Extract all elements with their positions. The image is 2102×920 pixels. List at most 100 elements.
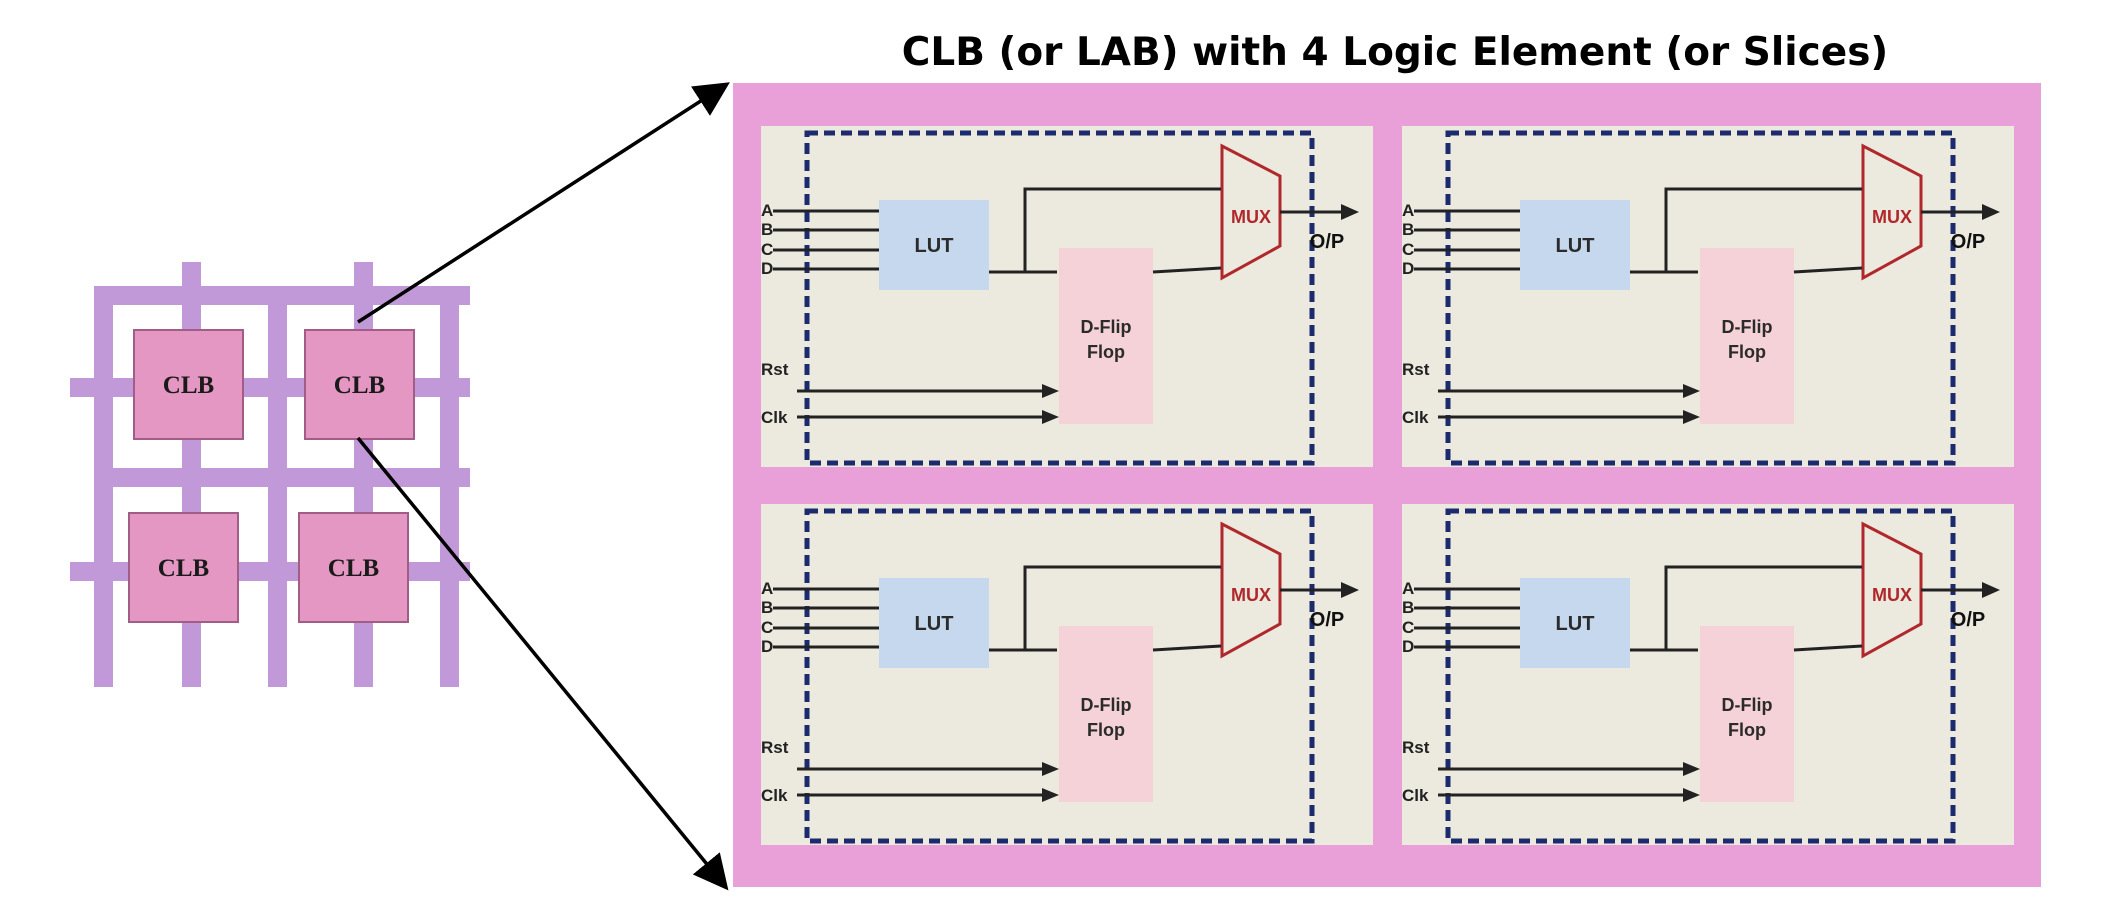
reset-arrowhead [1042,762,1059,776]
flipflop-block [1059,626,1153,802]
mux-shape [1220,521,1282,659]
input-c-label: C [761,240,773,259]
output-arrowhead [1982,204,2000,220]
input-d-label: D [1402,637,1414,656]
input-a-label: A [761,201,773,220]
output-arrowhead [1982,582,2000,598]
mux-shape [1220,143,1282,281]
routing-grid [70,262,470,687]
mux-label: MUX [1231,585,1271,605]
clb-label: CLB [163,372,214,399]
lut-block [879,578,989,668]
mux-label: MUX [1872,207,1912,227]
input-a-label: A [1402,579,1414,598]
logic-element-1: LUT D-Flip Flop MUX [761,126,1373,467]
clb-label: CLB [334,372,385,399]
input-d-label: D [1402,259,1414,278]
input-d-label: D [761,637,773,656]
reset-label: Rst [1402,738,1430,757]
routing-track-v5 [440,286,459,687]
output-label: O/P [1951,609,1985,631]
clb-panel: LUT D-Flip Flop MUX [733,83,2041,887]
lut-label: LUT [1556,235,1595,257]
ff-to-mux-wire [1152,644,1222,652]
logic-element-3: LUT D-Flip Flop MUX [761,504,1373,845]
clb-label: CLB [158,555,209,582]
input-a-label: A [761,579,773,598]
mux-label: MUX [1231,207,1271,227]
reset-arrowhead [1683,384,1700,398]
clock-arrowhead [1042,788,1059,802]
output-arrowhead [1341,204,1359,220]
clb-label: CLB [328,555,379,582]
mux-shape [1861,521,1923,659]
flipflop-label-1: D-Flip [1722,317,1773,337]
clock-label: Clk [1402,786,1429,805]
output-label: O/P [1951,231,1985,253]
flipflop-label-2: Flop [1087,720,1125,740]
clock-label: Clk [761,786,788,805]
slice-boundary [804,130,1315,466]
ff-to-mux-wire [1793,644,1863,652]
mux-label: MUX [1872,585,1912,605]
mux-shape [1861,143,1923,281]
input-d-label: D [761,259,773,278]
lut-to-mux-wire [1664,187,1862,272]
routing-track-v3 [268,286,287,687]
reset-label: Rst [761,738,789,757]
lut-to-mux-wire [1023,565,1221,650]
lut-label: LUT [915,235,954,257]
logic-element-4: LUT D-Flip Flop MUX [1402,504,2014,845]
input-a-label: A [1402,201,1414,220]
slice-boundary [1445,508,1956,844]
input-b-label: B [1402,598,1414,617]
lut-label: LUT [1556,613,1595,635]
flipflop-block [1700,626,1794,802]
fabric-svg: CLB CLB CLB CLB [70,262,470,687]
flipflop-label-2: Flop [1087,342,1125,362]
flipflop-block [1700,248,1794,424]
input-c-label: C [1402,240,1414,259]
lut-block [1520,578,1630,668]
input-b-label: B [761,598,773,617]
slice-boundary [1445,130,1956,466]
lut-block [879,200,989,290]
clock-label: Clk [761,408,788,427]
lut-to-mux-wire [1023,187,1221,272]
clock-arrowhead [1683,410,1700,424]
routing-track-v4 [354,262,373,687]
routing-track-v1 [94,286,113,687]
flipflop-label-2: Flop [1728,342,1766,362]
clock-arrowhead [1042,410,1059,424]
ff-to-mux-wire [1793,266,1863,274]
flipflop-label-1: D-Flip [1081,317,1132,337]
flipflop-block [1059,248,1153,424]
slice-boundary [804,508,1315,844]
input-c-label: C [761,618,773,637]
fpga-fabric: CLB CLB CLB CLB [70,262,470,687]
input-c-label: C [1402,618,1414,637]
input-b-label: B [1402,220,1414,239]
diagram-title: CLB (or LAB) with 4 Logic Element (or Sl… [901,30,1889,75]
clb-block-1: CLB [133,329,244,440]
clb-block-2: CLB [304,329,415,440]
lut-label: LUT [915,613,954,635]
ff-to-mux-wire [1152,266,1222,274]
clock-label: Clk [1402,408,1429,427]
clb-block-4: CLB [298,512,409,623]
clock-arrowhead [1683,788,1700,802]
output-label: O/P [1310,231,1344,253]
reset-label: Rst [1402,360,1430,379]
flipflop-label-2: Flop [1728,720,1766,740]
flipflop-label-1: D-Flip [1081,695,1132,715]
clb-block-3: CLB [128,512,239,623]
reset-arrowhead [1683,762,1700,776]
flipflop-label-1: D-Flip [1722,695,1773,715]
reset-arrowhead [1042,384,1059,398]
routing-track-v2 [182,262,201,687]
lut-block [1520,200,1630,290]
input-b-label: B [761,220,773,239]
logic-element-2: LUT D-Flip Flop MUX [1402,126,2014,467]
output-arrowhead [1341,582,1359,598]
output-label: O/P [1310,609,1344,631]
